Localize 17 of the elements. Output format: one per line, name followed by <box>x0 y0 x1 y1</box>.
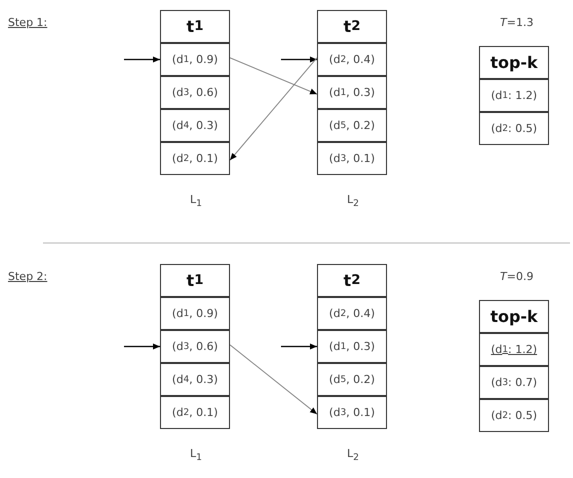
arrow <box>230 57 318 95</box>
list-name: L$_{1}$ <box>190 447 202 464</box>
list-name: L$_{2}$ <box>347 193 359 210</box>
list-name: L$_{2}$ <box>347 447 359 464</box>
list-name: L$_{1}$ <box>190 193 202 210</box>
step-heading: Step 1: <box>8 16 48 29</box>
list-header: top-k <box>479 300 549 333</box>
list-header: top-k <box>479 46 549 79</box>
arrow <box>124 344 160 350</box>
arrow <box>230 344 318 415</box>
arrow <box>230 57 318 161</box>
arrow <box>281 56 317 62</box>
step-heading: Step 2: <box>8 270 48 283</box>
threshold-value: T=1.3 <box>500 16 534 29</box>
arrow <box>281 344 317 350</box>
threshold-value: T=0.9 <box>500 270 534 283</box>
arrow <box>124 56 160 62</box>
